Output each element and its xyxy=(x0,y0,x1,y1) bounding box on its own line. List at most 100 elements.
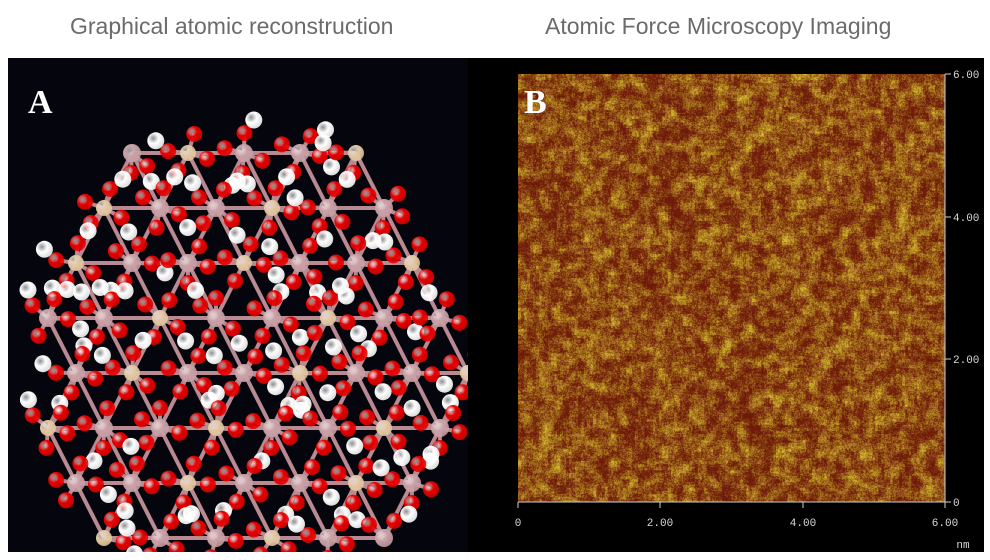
oxygen-atom xyxy=(160,143,177,160)
bond xyxy=(186,482,218,539)
hydrogen-atom xyxy=(420,284,438,302)
y-tick-label-1: 2.00 xyxy=(953,355,979,367)
oxygen-atom xyxy=(59,425,76,442)
oxygen-atom xyxy=(254,327,271,344)
oxygen-atom xyxy=(63,384,80,401)
bond xyxy=(298,152,330,209)
oxygen-atom xyxy=(143,478,160,495)
bond xyxy=(270,427,302,484)
oxygen-atom xyxy=(412,414,429,431)
oxygen-atom xyxy=(195,215,212,232)
oxygen-atom xyxy=(155,180,172,197)
y-tick-label-0: 0 xyxy=(953,498,960,510)
oxygen-atom xyxy=(87,476,104,493)
oxygen-atom xyxy=(89,328,105,345)
hydrogen-atom xyxy=(316,230,334,248)
silicon-atom xyxy=(264,530,280,546)
oxygen-atom xyxy=(144,255,160,272)
bond xyxy=(298,372,330,429)
hydrogen-atom xyxy=(35,240,53,258)
metal-atom xyxy=(67,364,85,382)
oxygen-atom xyxy=(24,407,41,424)
oxygen-atom xyxy=(302,410,319,427)
oxygen-atom xyxy=(280,541,297,552)
metal-atom xyxy=(263,419,281,437)
oxygen-atom xyxy=(410,456,427,472)
metal-atom xyxy=(235,144,253,162)
oxygen-atom xyxy=(111,322,128,339)
x-tick-label-1: 2.00 xyxy=(647,518,673,530)
oxygen-atom xyxy=(282,316,299,333)
hydrogen-atom xyxy=(187,281,204,299)
oxygen-atom xyxy=(135,189,151,206)
oxygen-atom xyxy=(330,465,347,482)
afm-image-panel: 0 2.00 4.00 6.00 nm 0 2.00 4.00 6.00 B xyxy=(508,58,984,552)
metal-atom xyxy=(431,419,449,437)
oxygen-atom xyxy=(204,549,217,552)
hydrogen-atom xyxy=(319,384,337,402)
hydrogen-atom xyxy=(325,338,342,356)
oxygen-atom xyxy=(332,404,349,421)
bond xyxy=(354,372,386,429)
oxygen-atom xyxy=(85,265,102,281)
hydrogen-atom xyxy=(400,505,418,523)
oxygen-atom xyxy=(358,457,375,474)
oxygen-atom xyxy=(169,319,186,335)
x-unit-label: nm xyxy=(956,540,970,552)
oxygen-atom xyxy=(142,547,158,552)
oxygen-atom xyxy=(48,471,65,488)
oxygen-atom xyxy=(253,546,269,552)
hydrogen-atom xyxy=(245,111,263,129)
oxygen-atom xyxy=(191,238,208,255)
oxygen-atom xyxy=(305,295,322,312)
oxygen-atom xyxy=(77,193,93,210)
oxygen-atom xyxy=(216,359,233,376)
oxygen-atom xyxy=(334,213,351,230)
oxygen-atom xyxy=(361,516,377,533)
hydrogen-atom xyxy=(126,545,143,552)
oxygen-atom xyxy=(273,356,290,373)
metal-atom xyxy=(291,474,309,492)
hydrogen-atom xyxy=(376,233,394,251)
oxygen-atom xyxy=(148,219,165,236)
metal-atom xyxy=(207,309,225,327)
oxygen-atom xyxy=(196,377,212,393)
hydrogen-atom xyxy=(403,399,421,417)
oxygen-atom xyxy=(306,268,323,285)
oxygen-atom xyxy=(224,320,241,337)
metal-atom xyxy=(123,144,141,162)
x-tick-label-0: 0 xyxy=(515,518,522,530)
hydrogen-atom xyxy=(286,189,304,207)
bond xyxy=(326,427,358,484)
bond xyxy=(186,152,218,209)
oxygen-atom xyxy=(46,291,63,308)
oxygen-atom xyxy=(300,199,316,216)
oxygen-atom xyxy=(306,324,323,341)
oxygen-atom xyxy=(224,212,240,229)
metal-atom xyxy=(263,309,281,327)
oxygen-atom xyxy=(160,252,177,269)
hydrogen-atom xyxy=(230,334,248,352)
oxygen-atom xyxy=(315,439,332,456)
hydrogen-atom xyxy=(291,328,309,346)
oxygen-atom xyxy=(48,252,65,269)
oxygen-atom xyxy=(263,440,280,456)
silicon-atom xyxy=(180,475,196,491)
oxygen-atom xyxy=(190,347,207,364)
oxygen-atom xyxy=(38,439,55,456)
oxygen-atom xyxy=(203,439,220,456)
metal-atom xyxy=(319,199,337,217)
oxygen-atom xyxy=(451,424,468,441)
figure-image: A 0 2.00 4.00 6.00 nm 0 xyxy=(8,58,984,552)
oxygen-atom xyxy=(213,510,230,527)
oxygen-atom xyxy=(443,354,459,371)
oxygen-atom xyxy=(267,180,284,197)
metal-atom xyxy=(207,199,225,217)
metal-atom xyxy=(95,419,113,437)
hydrogen-atom xyxy=(205,347,223,365)
hydrogen-atom xyxy=(19,281,37,299)
hydrogen-atom xyxy=(177,332,195,350)
oxygen-atom xyxy=(171,424,188,441)
oxygen-atom xyxy=(79,298,96,315)
oxygen-atom xyxy=(359,409,376,426)
